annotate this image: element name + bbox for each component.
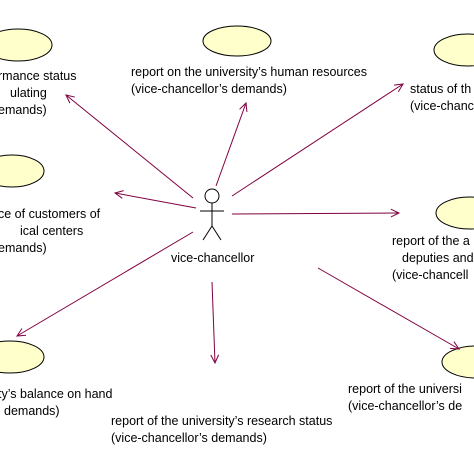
use-case-label-university: report of the universi (vice-chancellor’…: [348, 382, 463, 413]
arrow-to-university: [317, 267, 460, 350]
use-case-ellipse-status: [433, 33, 474, 67]
use-case-label-deputies: report of the a deputies and (vice-chanc…: [392, 234, 474, 282]
use-case-ellipse-human-resources: [202, 25, 272, 57]
actor-icon: [200, 188, 224, 241]
arrow-to-human-resources: [215, 101, 248, 187]
arrow-to-customers: [113, 190, 197, 209]
use-case-ellipse-university: [441, 345, 474, 379]
arrow-to-balance: [16, 231, 194, 337]
use-case-ellipse-performance: [0, 28, 53, 62]
use-case-ellipse-balance: [0, 340, 45, 374]
use-case-label-performance: rmance status ulating emands): [0, 69, 77, 117]
use-case-label-research: report of the university’s research stat…: [111, 414, 333, 445]
use-case-label-balance: ty’s balance on hand demands): [0, 387, 113, 418]
arrow-to-research: [210, 281, 220, 365]
actor-label: vice-chancellor: [171, 251, 255, 265]
use-case-label-status: status of th (vice-chanc: [410, 82, 474, 113]
arrow-to-performance: [65, 94, 194, 199]
use-case-label-human-resources: report on the university’s human resourc…: [131, 65, 367, 96]
use-case-ellipse-customers: [0, 154, 45, 188]
use-case-ellipse-deputies: [435, 196, 474, 230]
arrow-to-deputies: [231, 208, 401, 218]
use-case-label-customers: ce of customers of ical centers emands): [0, 207, 101, 255]
arrow-to-status: [231, 83, 404, 197]
